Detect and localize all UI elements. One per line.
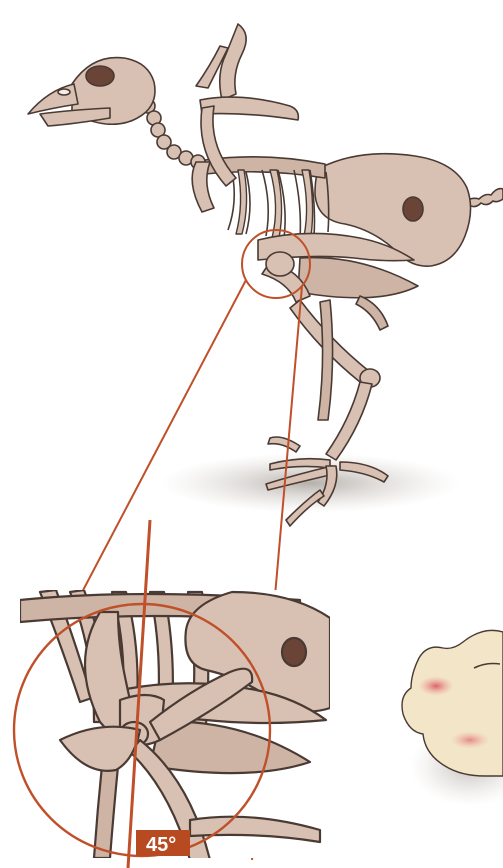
wing-upper <box>220 24 246 100</box>
angle-label: 45° <box>146 834 176 856</box>
hip-joint-zoom-inset: 45° <box>14 520 330 868</box>
rear-tibia <box>318 300 333 420</box>
eye-socket <box>86 66 114 86</box>
hip-joint <box>266 252 294 276</box>
chick-blush-lower <box>450 731 490 749</box>
bird-skeleton <box>28 24 503 526</box>
pelvis-foramen <box>403 197 423 221</box>
upper-beak <box>28 84 78 114</box>
wing-humerus <box>200 97 298 120</box>
sternum-blade <box>298 258 418 298</box>
nostril <box>58 89 70 95</box>
chick-blush <box>418 676 454 696</box>
tarsometatarsus <box>326 382 372 460</box>
fibula-posterior <box>356 296 388 330</box>
bird-head-partial <box>402 630 503 806</box>
